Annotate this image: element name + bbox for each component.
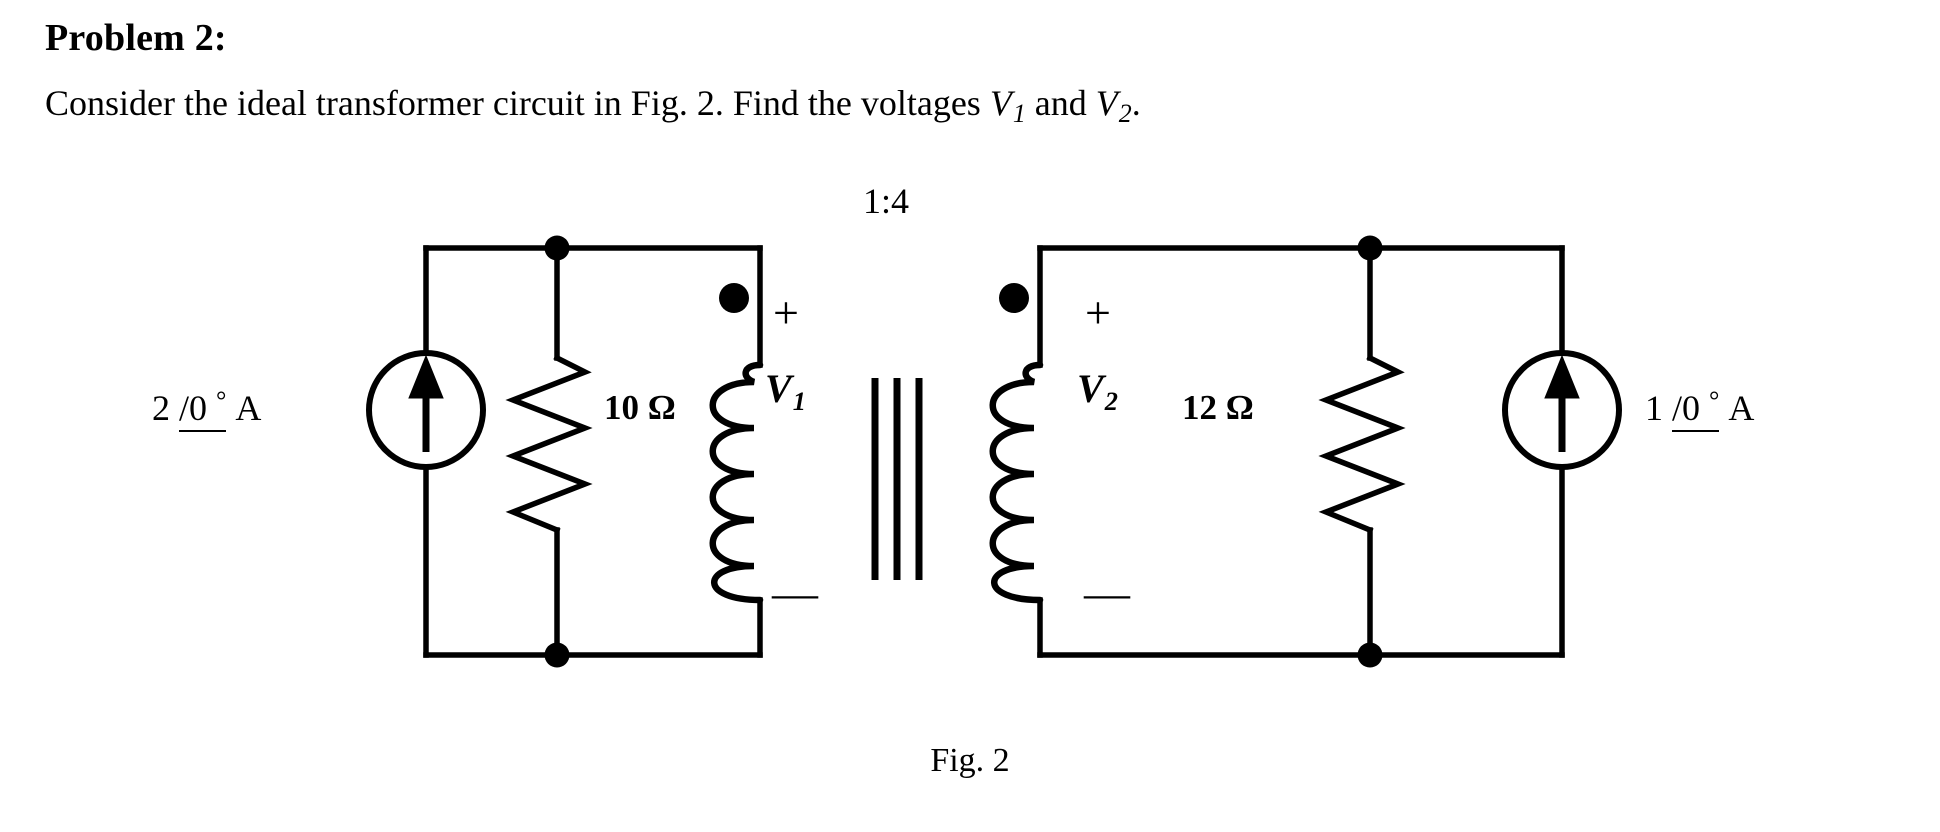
- transformer-primary-winding: [709, 361, 764, 604]
- v2-voltage-symbol: V: [1077, 366, 1104, 411]
- v1-subscript: 1: [1012, 99, 1026, 129]
- resistor-10-ohm-zigzag: [505, 354, 593, 534]
- statement-text-prefix: Consider the ideal transformer circuit i…: [45, 83, 990, 123]
- right-source-unit: A: [1728, 387, 1755, 428]
- right-source-degree-symbol: °: [1709, 386, 1720, 415]
- node-dot-left-bottom: [544, 642, 570, 668]
- resistor-12-ohm-zigzag: [1318, 354, 1406, 534]
- left-source-arrow-head: [408, 354, 444, 399]
- right-current-source-label: 1 /0 ° A: [1645, 386, 1754, 432]
- v2-plus-sign: +: [1085, 287, 1111, 338]
- node-dot-left-top: [544, 235, 570, 261]
- turns-ratio-label: 1:4: [862, 181, 910, 221]
- node-junction-dots: [544, 235, 1383, 668]
- circuit-diagram: 1:4 2 /0 ° A 1 /0 ° A 10 Ω 12 Ω + V1 — +…: [0, 160, 1940, 740]
- v1-voltage-label: V1: [765, 365, 806, 417]
- transformer-core: [871, 378, 923, 580]
- statement-text-middle: and: [1025, 83, 1096, 123]
- primary-polarity-dot: [719, 283, 749, 313]
- v1-minus-sign: —: [772, 567, 818, 618]
- left-resistor-label: 10 Ω: [604, 388, 676, 427]
- v2-symbol: V: [1095, 83, 1118, 123]
- left-current-source-label: 2 /0 ° A: [152, 386, 261, 432]
- left-current-source-circle: [366, 350, 486, 470]
- right-current-source-circle: [1502, 350, 1622, 470]
- statement-text-suffix: .: [1131, 83, 1141, 123]
- page-title: Problem 2:: [45, 17, 227, 59]
- node-dot-right-bottom: [1357, 642, 1383, 668]
- v1-symbol: V: [989, 83, 1012, 123]
- current-source-arrows: [408, 354, 1580, 452]
- right-source-angle: /0 °: [1672, 386, 1720, 432]
- transformer-polarity-dots: [719, 283, 1029, 313]
- left-source-angle-value: /0: [179, 387, 208, 428]
- right-resistor-label: 12 Ω: [1182, 388, 1254, 427]
- v2-voltage-subscript: 2: [1104, 385, 1118, 416]
- figure-caption: Fig. 2: [930, 742, 1010, 779]
- v1-voltage-symbol: V: [765, 366, 792, 411]
- right-source-arrow-head: [1544, 354, 1580, 399]
- left-source-degree-symbol: °: [216, 386, 227, 415]
- transformer-secondary-winding: [989, 361, 1044, 604]
- v1-voltage-subscript: 1: [792, 385, 806, 416]
- left-source-unit: A: [235, 387, 262, 428]
- v2-minus-sign: —: [1084, 567, 1130, 618]
- problem-statement: Consider the ideal transformer circuit i…: [45, 82, 1141, 129]
- left-source-magnitude: 2: [152, 387, 170, 428]
- node-dot-right-top: [1357, 235, 1383, 261]
- statement-variable-v2: V2: [1095, 83, 1132, 128]
- v2-subscript: 2: [1118, 99, 1132, 129]
- secondary-polarity-dot: [999, 283, 1029, 313]
- right-source-angle-value: /0: [1672, 387, 1701, 428]
- circuit-schematic-svg: [366, 235, 1622, 668]
- left-source-angle: /0 °: [179, 386, 227, 432]
- v1-plus-sign: +: [773, 287, 799, 338]
- statement-variable-v1: V1: [989, 83, 1026, 128]
- v2-voltage-label: V2: [1077, 365, 1118, 417]
- right-source-magnitude: 1: [1645, 387, 1663, 428]
